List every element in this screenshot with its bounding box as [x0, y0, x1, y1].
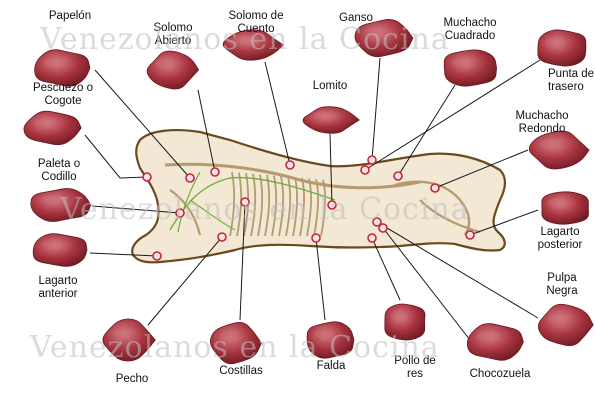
muchacho-redondo-meat-shape — [529, 131, 589, 169]
lagarto-anterior-meat-highlight — [42, 241, 63, 249]
papelon-meat-highlight — [44, 58, 65, 67]
lomito-meat-highlight — [313, 113, 333, 119]
ganso-leader-line — [372, 58, 380, 160]
lagarto-anterior-meat-piece — [33, 234, 87, 267]
punta-de-trasero-meat-shape — [538, 30, 586, 66]
costillas-label: Costillas — [208, 365, 274, 378]
lomito-meat-piece — [303, 107, 359, 134]
pecho-marker — [218, 233, 226, 241]
lagarto-anterior-marker — [153, 252, 161, 260]
solomo-abierto-meat-highlight — [156, 60, 174, 69]
punta-de-trasero-label: Punta de trasero — [548, 68, 595, 94]
papelon-marker — [186, 174, 194, 182]
lagarto-posterior-meat-piece — [542, 192, 589, 224]
muchacho-redondo-marker — [431, 184, 439, 192]
pulpa-negra-meat-highlight — [548, 314, 568, 324]
pescuezo-o-cogote-marker — [143, 173, 151, 181]
falda-marker — [312, 234, 320, 242]
solomo-de-cuento-marker — [286, 161, 294, 169]
punta-de-trasero-meat-highlight — [545, 38, 565, 47]
chocozuela-meat-highlight — [477, 332, 498, 341]
chocozuela-meat-shape — [467, 324, 523, 361]
solomo-de-cuento-leader-line — [265, 62, 290, 165]
chocozuela-label: Chocozuela — [460, 368, 540, 381]
lagarto-posterior-label: Lagarto posterior — [524, 226, 595, 252]
pescuezo-o-cogote-meat-shape — [24, 111, 81, 145]
muchacho-redondo-meat-piece — [529, 131, 589, 169]
pulpa-negra-meat-shape — [538, 304, 593, 346]
pescuezo-o-cogote-meat-piece — [24, 111, 81, 145]
muchacho-redondo-meat-highlight — [540, 140, 561, 149]
lomito-meat-shape — [303, 107, 359, 134]
falda-leader-line — [316, 238, 325, 320]
chocozuela-meat-piece — [467, 324, 523, 361]
lomito-label: Lomito — [298, 80, 362, 93]
pecho-label: Pecho — [108, 373, 156, 386]
lagarto-posterior-marker — [466, 231, 474, 239]
punta-de-trasero-meat-piece — [538, 30, 586, 66]
muchacho-redondo-label: Muchacho Redondo — [498, 110, 586, 136]
muchacho-cuadrado-meat-piece — [444, 50, 496, 86]
watermark-text: Venezolanos en la Cocina — [40, 22, 450, 57]
watermark-text: Venezolanos en la Cocina — [60, 192, 470, 227]
pollo-de-res-meat-highlight — [391, 312, 408, 321]
lagarto-posterior-meat-highlight — [548, 199, 568, 207]
muchacho-cuadrado-marker — [394, 172, 402, 180]
pescuezo-o-cogote-label: Pescuezo o Cogote — [20, 82, 106, 108]
punta-de-trasero-marker — [361, 166, 369, 174]
watermark-text: Venezolanos en la Cocina — [30, 330, 440, 365]
lagarto-anterior-meat-shape — [33, 234, 87, 267]
solomo-abierto-marker — [211, 168, 219, 176]
muchacho-cuadrado-meat-highlight — [452, 58, 473, 67]
pollo-de-res-marker — [368, 234, 376, 242]
paleta-o-codillo-label: Paleta o Codillo — [24, 158, 94, 184]
muchacho-cuadrado-meat-shape — [444, 50, 496, 86]
lagarto-posterior-meat-shape — [542, 192, 589, 224]
lagarto-anterior-label: Lagarto anterior — [20, 275, 96, 301]
pulpa-negra-meat-piece — [538, 304, 593, 346]
ganso-marker — [368, 156, 376, 164]
pulpa-negra-label: Pulpa Negra — [530, 272, 594, 298]
pescuezo-o-cogote-meat-highlight — [34, 119, 55, 127]
